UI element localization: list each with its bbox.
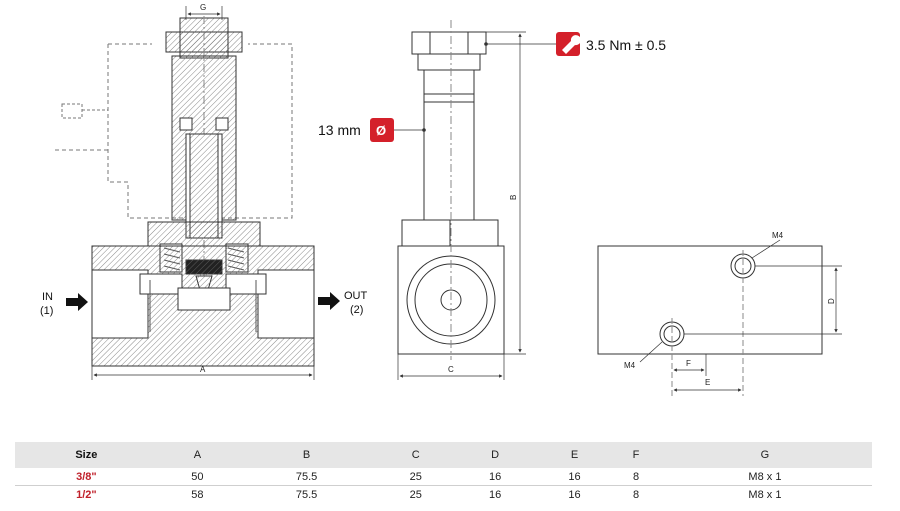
m4-bottom-label: M4 xyxy=(624,361,636,370)
torque-value: 3.5 Nm ± 0.5 xyxy=(586,37,666,53)
size-cell: 3/8" xyxy=(15,468,158,486)
front-view xyxy=(397,20,505,360)
column-header: F xyxy=(614,442,658,468)
outlet-label: OUT xyxy=(344,290,368,302)
dimension-d-label: D xyxy=(827,298,836,304)
table-cell: 16 xyxy=(534,468,615,486)
bottom-view xyxy=(597,245,823,396)
arrow-right-icon xyxy=(318,292,340,310)
table-cell: 16 xyxy=(568,488,581,501)
dimension-f-label: F xyxy=(686,359,691,368)
dimension-d xyxy=(684,265,842,335)
column-header: B xyxy=(237,442,376,468)
table-cell: 75.5 xyxy=(237,468,376,486)
column-header: E xyxy=(534,442,615,468)
diameter-icon: Ø xyxy=(370,118,394,142)
m4-top-label: M4 xyxy=(772,231,784,240)
table-cell: 25 xyxy=(376,468,456,486)
table-cell: 16 xyxy=(488,488,502,501)
table-cell: 25 xyxy=(409,488,422,501)
table-row: 3/8" 50 75.5 25 16 16 8 M8 x 1 xyxy=(15,468,872,486)
arrow-right-icon xyxy=(66,293,88,311)
table-cell: 75.5 xyxy=(295,488,318,501)
column-header: A xyxy=(157,442,238,468)
column-header: G xyxy=(657,442,872,468)
table-cell: M8 x 1 xyxy=(748,488,782,501)
column-header: D xyxy=(455,442,535,468)
inlet-port-label: (1) xyxy=(40,305,53,317)
dimension-c xyxy=(397,354,505,380)
table-cell: 58 xyxy=(191,488,204,501)
dimension-e-label: E xyxy=(705,378,710,387)
wrench-icon xyxy=(556,32,581,56)
dimension-a xyxy=(91,366,315,380)
dimension-c-label: C xyxy=(448,365,454,374)
dimension-a-label: A xyxy=(200,365,206,374)
column-header: Size xyxy=(15,442,158,468)
inlet-label: IN xyxy=(42,291,53,303)
outlet-port-label: (2) xyxy=(350,304,363,316)
table-cell: 16 xyxy=(455,468,535,486)
dimension-g-label: G xyxy=(200,3,206,12)
dimension-b xyxy=(486,31,526,355)
diameter-symbol: Ø xyxy=(376,123,386,138)
table-cell: 8 xyxy=(614,468,658,486)
table-row: 1/2" 58 75.5 25 16 16 8 M8 x 1 xyxy=(15,486,872,504)
table-cell: 8 xyxy=(632,488,640,501)
table-cell: 50 xyxy=(157,468,238,486)
diameter-value: 13 mm xyxy=(318,122,361,138)
dimension-f xyxy=(673,354,707,376)
technical-drawing: IN (1) OUT (2) A G B xyxy=(40,3,842,396)
spec-table: Size A B C D E F G 3/8" 50 75.5 25 16 16… xyxy=(15,442,872,503)
column-header: C xyxy=(376,442,456,468)
table-header-row: Size A B C D E F G xyxy=(15,442,872,468)
size-cell: 1/2" xyxy=(76,488,97,501)
dimension-b-label: B xyxy=(509,195,518,200)
table-cell: M8 x 1 xyxy=(657,468,872,486)
dimension-g xyxy=(185,6,223,20)
section-view xyxy=(55,16,315,367)
